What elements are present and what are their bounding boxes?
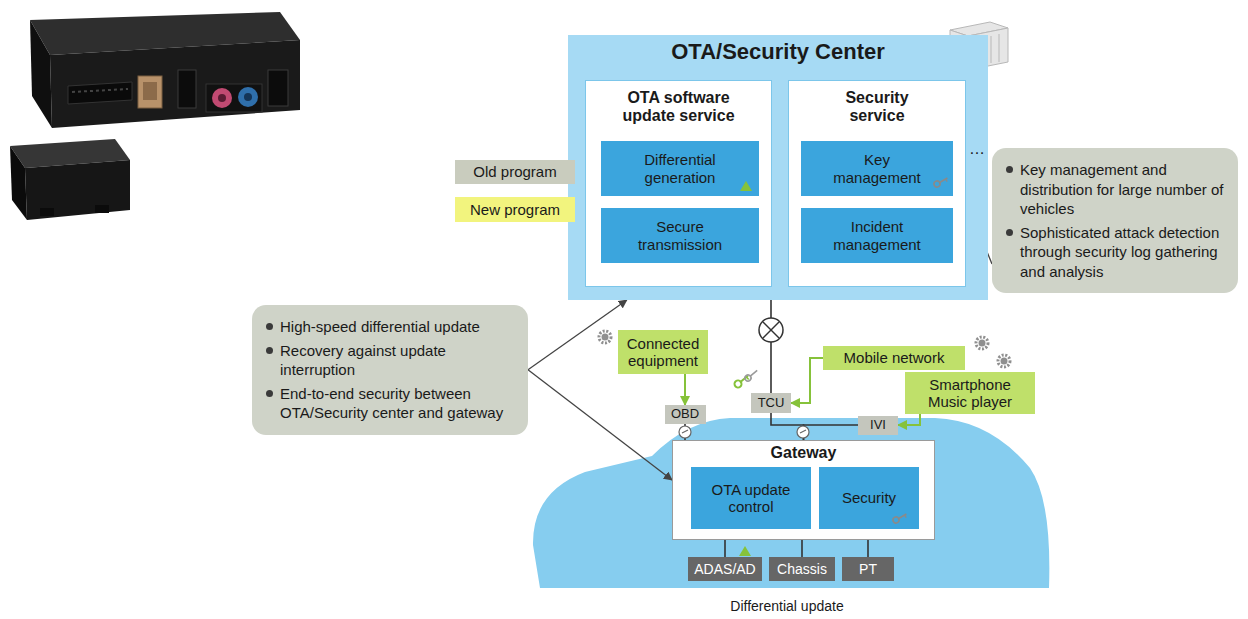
port-box: IVI [858, 416, 898, 435]
box-label: IVI [870, 418, 886, 433]
input-box: New program [455, 197, 575, 222]
ecu-box: PT [842, 557, 894, 581]
car-body [533, 418, 1049, 588]
threat-icon [976, 337, 988, 349]
bullet-item: End-to-end security between OTA/Security… [266, 384, 514, 423]
bullet-dot [266, 347, 273, 354]
box-label: Security [842, 489, 896, 506]
box-label: Key management [825, 151, 930, 186]
ecu-box: ADAS/AD [688, 557, 762, 581]
center-panel: OTA/Security CenterOTA software update s… [568, 35, 988, 300]
function-box: Incident management [801, 208, 953, 263]
box-heading: OTA software update service [609, 81, 749, 126]
bullet-text: End-to-end security between OTA/Security… [280, 384, 514, 423]
box-label: Mobile network [844, 349, 945, 366]
key-icon [733, 373, 750, 389]
box-label: Smartphone Music player [915, 376, 1025, 411]
bullet-text: High-speed differential update [280, 317, 480, 337]
box-label: OBD [671, 407, 699, 422]
bullet-dot [1006, 229, 1013, 236]
connector [684, 424, 686, 440]
function-box: Security [819, 467, 919, 529]
input-box: Old program [455, 160, 575, 184]
ellipsis-label: … [969, 140, 985, 158]
ecu-box: Chassis [769, 557, 835, 581]
key-icon [892, 511, 908, 524]
connector [771, 413, 804, 440]
connector [528, 300, 627, 370]
connector [684, 374, 686, 405]
box-label: Incident management [822, 218, 932, 253]
update-mark [740, 181, 752, 191]
filter-symbol [797, 426, 809, 438]
connector [770, 300, 772, 393]
connector [898, 414, 920, 425]
threat-source-box: Smartphone Music player [905, 372, 1035, 414]
function-box: OTA update control [691, 467, 811, 529]
bullet-item: High-speed differential update [266, 317, 514, 337]
box-label: PT [859, 561, 877, 577]
bullet-text: Recovery against update interruption [280, 341, 514, 380]
connector [804, 425, 859, 440]
service-box: Security serviceKey managementIncident m… [788, 80, 966, 287]
bullet-text: Key management and distribution for larg… [1020, 160, 1224, 219]
box-label: TCU [758, 396, 785, 411]
filter-symbol [679, 426, 691, 438]
callout-box: High-speed differential updateRecovery a… [252, 305, 528, 435]
threat-source-box: Mobile network [823, 346, 965, 370]
box-heading: Security service [822, 81, 932, 126]
threat-icon [599, 331, 611, 343]
box-label: Secure transmission [620, 218, 740, 253]
box-label: New program [470, 201, 560, 218]
function-box: Key management [801, 141, 953, 196]
function-box: Differential generation [601, 141, 759, 196]
box-label: OTA update control [701, 481, 801, 516]
key-icon [933, 175, 949, 188]
network-symbol [759, 318, 783, 342]
box-label: Connected equipment [624, 335, 702, 370]
bullet-dot [266, 390, 273, 397]
module-photo [10, 139, 130, 220]
box-label: Differential generation [625, 151, 735, 186]
box-label: ADAS/AD [694, 561, 755, 577]
port-box: OBD [665, 405, 706, 424]
service-box: OTA software update serviceDifferential … [585, 80, 772, 287]
connector [867, 540, 869, 557]
bullet-item: Sophisticated attack detection through s… [1006, 223, 1224, 282]
bullet-dot [1006, 166, 1013, 173]
bullet-text: Sophisticated attack detection through s… [1020, 223, 1224, 282]
box-label: Chassis [777, 561, 827, 577]
bullet-item: Key management and distribution for larg… [1006, 160, 1224, 219]
function-box: Secure transmission [601, 208, 759, 263]
connector [724, 540, 726, 557]
connector [801, 540, 803, 557]
box-heading: OTA/Security Center [568, 35, 988, 64]
update-mark [739, 546, 751, 556]
bullet-dot [266, 323, 273, 330]
ecu-photo [30, 12, 300, 128]
threat-source-box: Connected equipment [618, 330, 708, 374]
gateway-box: GatewayOTA update control Security [672, 440, 935, 540]
bullet-item: Recovery against update interruption [266, 341, 514, 380]
box-heading: Gateway [673, 441, 934, 462]
key-icon [744, 368, 759, 382]
connector [791, 358, 823, 403]
box-label: Old program [473, 163, 556, 180]
connector [528, 370, 672, 480]
callout-box: Key management and distribution for larg… [992, 148, 1238, 293]
port-box: TCU [751, 393, 791, 413]
threat-icon [998, 355, 1010, 367]
caption-label: Differential update [730, 598, 843, 614]
